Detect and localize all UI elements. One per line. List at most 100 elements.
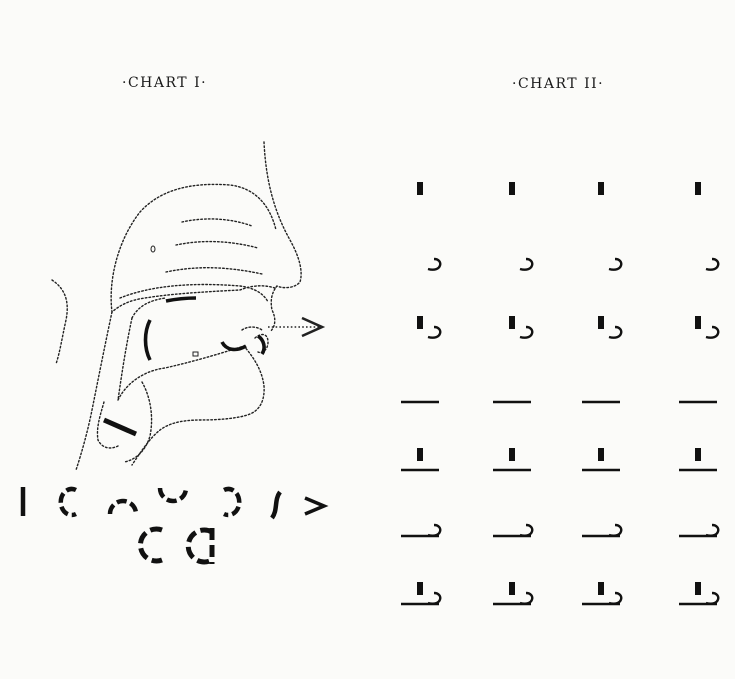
chart-2-symbol-row8-open-left bbox=[666, 556, 730, 620]
neck-line bbox=[51, 279, 68, 365]
symbol-bar bbox=[598, 582, 604, 595]
chart-2-symbol-row6-open-top bbox=[480, 422, 544, 486]
symbol-curl bbox=[705, 523, 720, 537]
symbol-open-n bbox=[107, 498, 139, 515]
chart-2-symbol-row4-open-top bbox=[480, 290, 544, 354]
symbol-bar bbox=[695, 448, 701, 461]
teeth-arc bbox=[256, 334, 266, 355]
chart-2-symbol-row1-open-left bbox=[666, 92, 730, 156]
chart-2-symbol-row7-open-left bbox=[666, 488, 730, 552]
chart-2-symbol-row4-open-bottom bbox=[569, 290, 633, 354]
chart-2-symbol-glyph bbox=[480, 488, 534, 538]
symbol-curl bbox=[427, 257, 442, 271]
chart-2-symbol-row3-open-top bbox=[480, 222, 544, 286]
chart-2-title: ·CHART II· bbox=[512, 76, 605, 92]
symbol-bar bbox=[695, 182, 701, 195]
symbol-curl bbox=[705, 325, 720, 339]
chart-2-symbol-glyph bbox=[666, 556, 720, 606]
chart-2-symbol-row5-open-left bbox=[666, 354, 730, 418]
symbol-arrow-v bbox=[304, 496, 329, 516]
chart-2-symbol-glyph bbox=[569, 556, 623, 606]
chart-2-symbol-glyph bbox=[569, 354, 620, 404]
chart-2-symbol-row5-open-top bbox=[480, 354, 544, 418]
chart-2-symbol-glyph bbox=[480, 556, 534, 606]
nasal-cavity-outline bbox=[110, 183, 277, 314]
chart-2-symbol-row8-open-right bbox=[388, 556, 452, 620]
chart-2-symbol-row2-open-right bbox=[388, 156, 452, 220]
symbol-curl bbox=[519, 325, 534, 339]
chart-2-symbol-glyph bbox=[569, 488, 623, 538]
palate-line bbox=[119, 283, 269, 303]
chart-2-symbol-glyph bbox=[666, 354, 717, 404]
symbol-curl bbox=[519, 523, 534, 537]
palate-arc bbox=[165, 296, 197, 303]
symbol-curl bbox=[427, 591, 442, 605]
turbinate-upper bbox=[181, 218, 253, 227]
lip-arc bbox=[220, 341, 247, 352]
symbol-curl bbox=[705, 591, 720, 605]
chart-2-symbol-row1-open-bottom bbox=[569, 92, 633, 156]
symbol-bar bbox=[509, 182, 515, 195]
larynx-front bbox=[123, 381, 153, 463]
chart-2-symbol-glyph bbox=[480, 354, 531, 404]
chart-2-symbol-glyph bbox=[666, 222, 720, 271]
symbol-curl bbox=[705, 257, 720, 271]
symbol-curl bbox=[427, 523, 442, 537]
symbol-curl bbox=[608, 523, 623, 537]
symbol-bar bbox=[417, 448, 423, 461]
chart-2-grid bbox=[386, 92, 735, 632]
mouth-mark bbox=[192, 351, 199, 357]
symbol-c bbox=[138, 526, 163, 564]
chart-2-symbol-row6-open-bottom bbox=[569, 422, 633, 486]
breath-arrow-head bbox=[301, 316, 326, 338]
symbol-bar bbox=[598, 448, 604, 461]
symbol-bar bbox=[695, 316, 701, 329]
symbol-long-s bbox=[270, 490, 282, 520]
velum bbox=[131, 297, 167, 319]
chart-2-symbol-glyph bbox=[666, 92, 730, 156]
chart-2-symbol-row8-open-bottom bbox=[569, 556, 633, 620]
chart-2-symbol-glyph bbox=[480, 222, 534, 271]
chart-2-symbol-row2-open-left bbox=[666, 156, 730, 220]
symbol-bar bbox=[509, 316, 515, 329]
chart-2-symbol-row6-open-right bbox=[388, 422, 452, 486]
turbinate-middle bbox=[175, 240, 259, 249]
pharynx-wall-outer bbox=[75, 311, 113, 471]
face-profile-outline bbox=[263, 141, 302, 333]
symbol-curl bbox=[608, 257, 623, 271]
symbol-a bbox=[185, 527, 215, 565]
tongue-back-arc bbox=[143, 319, 152, 361]
chart-2-symbol-glyph bbox=[388, 422, 439, 472]
chart-2-symbol-glyph bbox=[388, 556, 442, 606]
upper-lip bbox=[241, 326, 263, 331]
symbol-curl bbox=[519, 257, 534, 271]
chart-2-symbol-row2-open-bottom bbox=[569, 156, 633, 220]
chart-2-symbol-glyph bbox=[480, 156, 515, 195]
tongue-jaw-outline bbox=[117, 345, 265, 466]
chart-2-symbol-row5-open-right bbox=[388, 354, 452, 418]
chart-2-symbol-glyph bbox=[388, 92, 452, 156]
chart-2-symbol-row1-open-right bbox=[388, 92, 452, 156]
chart-2-symbol-glyph bbox=[388, 156, 423, 195]
symbol-bar bbox=[598, 182, 604, 195]
symbol-row-1 bbox=[20, 486, 329, 520]
chart-1-title: ·CHART I· bbox=[122, 75, 208, 91]
pharynx-wall-inner bbox=[117, 317, 133, 401]
chart-2-symbol-row8-open-top bbox=[480, 556, 544, 620]
chart-1-diagram bbox=[20, 141, 329, 565]
chart-2-symbol-row3-open-left bbox=[666, 222, 730, 286]
turbinate-lower bbox=[165, 267, 263, 275]
symbol-open-c bbox=[58, 486, 77, 518]
symbol-bar bbox=[509, 582, 515, 595]
chart-2-symbol-row4-open-left bbox=[666, 290, 730, 354]
chart-2-symbol-glyph bbox=[569, 222, 623, 271]
chart-2-symbol-row6-open-left bbox=[666, 422, 730, 486]
chart-2-symbol-glyph bbox=[569, 290, 623, 339]
chart-2-symbol-glyph bbox=[569, 422, 620, 472]
chart-2-symbol-row3-open-right bbox=[388, 222, 452, 286]
chart-2-symbol-row1-open-top bbox=[480, 92, 544, 156]
symbol-bar bbox=[417, 182, 423, 195]
symbol-bar bbox=[417, 582, 423, 595]
larynx-back bbox=[96, 401, 119, 449]
chart-2-symbol-glyph bbox=[388, 290, 442, 339]
